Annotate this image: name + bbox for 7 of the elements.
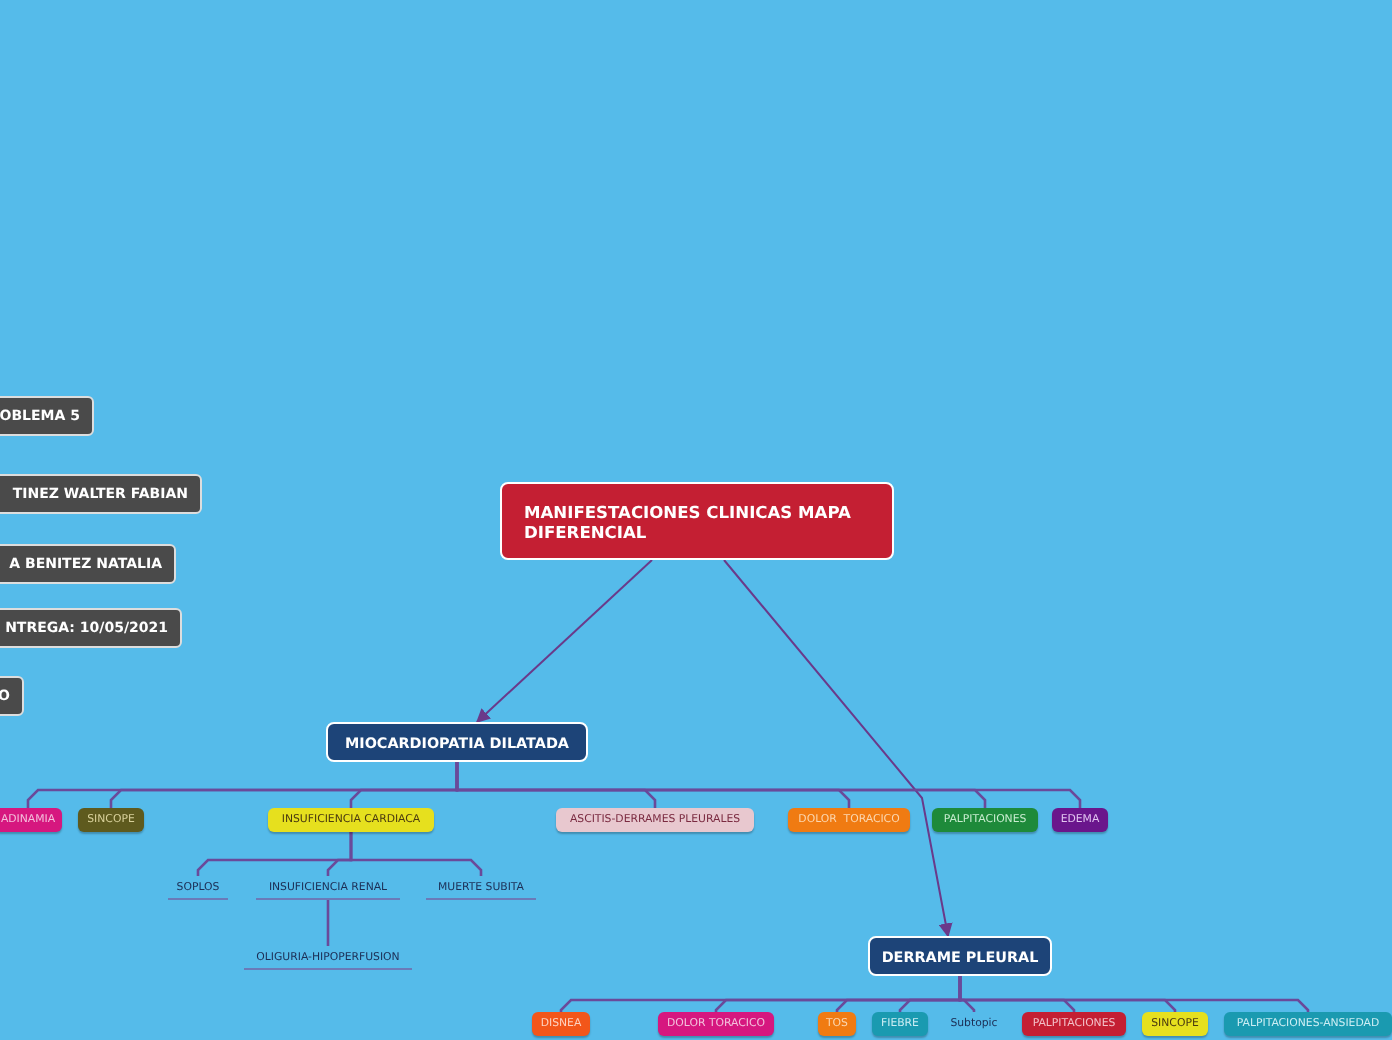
arrow — [475, 559, 653, 723]
connector-line — [349, 832, 483, 876]
connector-line — [326, 900, 330, 946]
topic-box: MANIFESTACIONES CLINICAS MAPA DIFERENCIAL — [500, 482, 894, 560]
connector-line — [455, 762, 1082, 808]
connector-line — [958, 976, 1310, 1013]
arrow — [723, 559, 953, 938]
